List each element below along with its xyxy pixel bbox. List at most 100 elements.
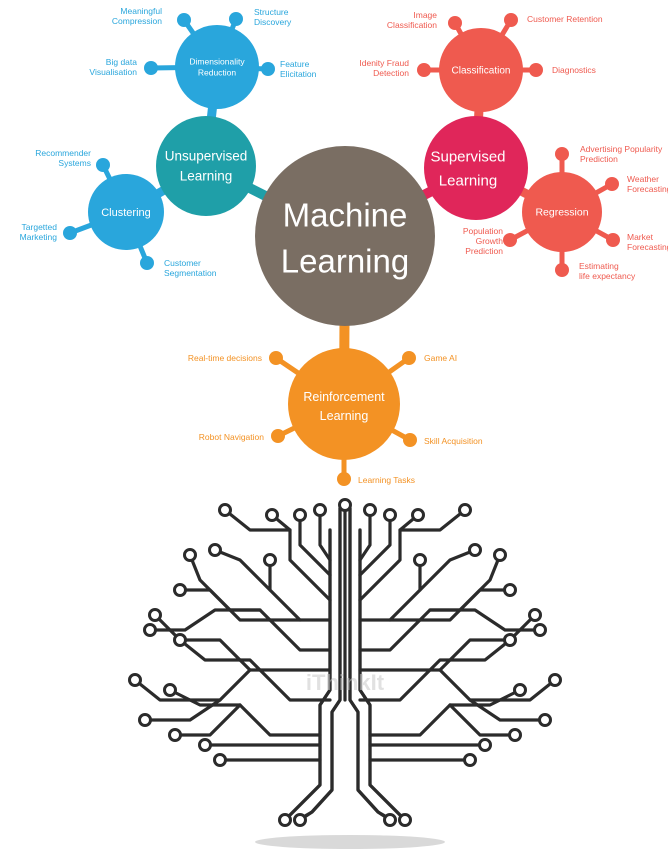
leaf-learning-tasks-label: Learning Tasks [358,475,415,485]
machine-learning-title-line: Learning [281,243,409,280]
circuit-node [185,550,196,561]
clustering-label-line: Clustering [101,207,151,219]
clustering-label: Clustering [101,207,151,219]
circuit-node [175,585,186,596]
leaf-customer-retention-label-line: Customer Retention [527,14,603,24]
leaf-market-forecasting-label-line: Forecasting [627,242,668,252]
leaf-meaningful-compression-label-line: Compression [112,16,162,26]
circuit-node [510,730,521,741]
circuit-node [413,510,424,521]
circuit-trace [440,670,555,700]
leaf-meaningful-compression-dot [177,13,191,27]
leaf-identity-fraud-detection-dot [417,63,431,77]
circuit-node [385,510,396,521]
circuit-trace [370,690,520,735]
leaf-weather-forecasting-label-line: Forecasting [627,184,668,194]
leaf-feature-elicitation-label-line: Elicitation [280,69,317,79]
leaf-market-forecasting-dot [606,233,620,247]
unsupervised-learning-node [156,116,256,216]
leaf-robot-navigation-label-line: Robot Navigation [199,432,264,442]
circuit-node [505,585,516,596]
leaf-big-data-visualisation-dot [144,61,158,75]
leaf-robot-navigation-dot [271,429,285,443]
leaf-image-classification-label-line: Classification [387,20,437,30]
circuit-node [550,675,561,686]
circuit-node [130,675,141,686]
leaf-recommender-systems-label-line: Recommender [35,148,91,158]
circuit-trace [420,550,475,590]
leaf-game-ai-label: Game AI [424,353,457,363]
leaf-customer-segmentation-dot [140,256,154,270]
unsupervised-learning-label-line: Learning [180,169,233,184]
classification-label-line: Classification [452,66,511,77]
dimensionality-reduction-label-line: Dimensionality [189,56,245,66]
circuit-node [400,815,411,826]
circuit-node [215,755,226,766]
leaf-estimating-life-expectancy-label-line: Estimating [579,261,619,271]
circuit-trace [360,515,390,575]
circuit-node [200,740,211,751]
circuit-trace [360,555,500,650]
leaf-structure-discovery-label-line: Structure [254,7,289,17]
supervised-learning-node [424,116,528,220]
leaf-feature-elicitation-dot [261,62,275,76]
leaf-advertising-popularity-prediction-label-line: Prediction [580,154,618,164]
circuit-node [267,510,278,521]
leaf-weather-forecasting-label-line: Weather [627,174,659,184]
leaf-skill-acquisition-label: Skill Acquisition [424,436,483,446]
circuit-trace [180,590,300,620]
leaf-weather-forecasting-dot [605,177,619,191]
leaf-diagnostics-label: Diagnostics [552,65,596,75]
unsupervised-learning-label-line: Unsupervised [165,149,248,164]
reinforcement-learning-label-line: Learning [320,409,369,423]
circuit-node [540,715,551,726]
leaf-skill-acquisition-label-line: Skill Acquisition [424,436,483,446]
circuit-node [460,505,471,516]
ground-shadow [255,835,445,849]
reinforcement-learning-label-line: Reinforcement [303,390,385,404]
leaf-diagnostics-label-line: Diagnostics [552,65,596,75]
leaf-estimating-life-expectancy-label-line: life expectancy [579,271,636,281]
circuit-node [220,505,231,516]
circuit-node [210,545,221,556]
circuit-node [470,545,481,556]
leaf-feature-elicitation-label-line: Feature [280,59,310,69]
circuit-node [145,625,156,636]
leaf-customer-segmentation-label-line: Customer [164,258,201,268]
leaf-image-classification-label-line: Image [413,10,437,20]
circuit-node [515,685,526,696]
regression-label: Regression [535,207,588,219]
circuit-node [505,635,516,646]
leaf-game-ai-label-line: Game AI [424,353,457,363]
leaf-population-growth-prediction-label-line: Population [463,226,503,236]
leaf-identity-fraud-detection-label-line: Idenity Fraud [359,58,409,68]
leaf-population-growth-prediction-dot [503,233,517,247]
circuit-node [535,625,546,636]
leaf-estimating-life-expectancy-dot [555,263,569,277]
leaf-market-forecasting-label-line: Market [627,232,654,242]
leaf-meaningful-compression-label-line: Meaningful [120,6,162,16]
classification-label: Classification [452,66,511,77]
circuit-trace [215,550,270,590]
circuit-node [365,505,376,516]
leaf-recommender-systems-label-line: Systems [58,158,91,168]
supervised-learning-label-line: Learning [439,172,497,189]
leaf-recommender-systems-dot [96,158,110,172]
circuit-node [295,815,306,826]
circuit-node [340,500,351,511]
leaf-advertising-popularity-prediction-label-line: Advertising Popularity [580,144,663,154]
machine-learning-title-line: Machine [283,197,408,234]
leaf-big-data-visualisation-label-line: Visualisation [89,67,137,77]
circuit-node [465,755,476,766]
